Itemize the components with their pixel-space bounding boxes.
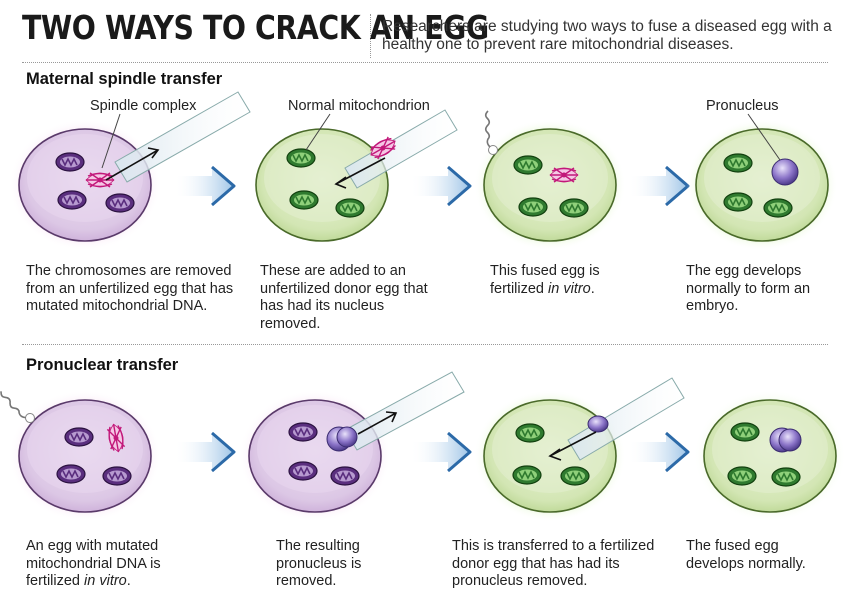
caption-1-3: This fused egg is fertilized in vitro. [490,263,600,297]
step-1-2-egg [255,109,458,242]
caption-2-1: An egg with mutated mitochondrial DNA is… [26,538,161,589]
label-normal-mitochondrion: Normal mitochondrion [288,98,430,114]
arrow-1-3 [626,165,690,207]
page-title: TWO WAYS TO CRACK AN EGG [22,8,489,47]
step-2-2-egg [239,371,465,522]
section-title-spindle: Maternal spindle transfer [26,70,223,88]
header-divider [22,62,828,63]
step-2-1-egg [0,384,161,522]
spindle-leader [101,113,121,169]
step-2-3-egg [474,377,685,522]
arrow-2-2 [408,431,472,473]
step-1-1-egg [9,91,251,251]
pipette-icon [105,91,251,183]
pipette-icon [334,109,458,189]
title-divider [370,14,371,58]
pronucleus-icon [771,158,799,186]
pipette-icon [548,377,685,461]
caption-1-1: The chromosomes are removed from an unfe… [26,263,234,314]
arrow-2-1 [172,431,236,473]
caption-2-4: The fused egg develops normally. [686,538,806,572]
page-subtitle: Researchers are studying two ways to fus… [382,18,832,53]
section-title-pronuclear: Pronuclear transfer [26,356,179,374]
pronucleus-leader [747,113,781,161]
arrow-1-1 [172,165,236,207]
caption-2-3: This is transferred to a fertilized dono… [452,538,655,589]
label-spindle-complex: Spindle complex [90,98,197,114]
step-2-4-egg [694,390,846,522]
pipette-icon [326,371,465,452]
step-1-3-egg [474,110,626,251]
label-pronucleus: Pronucleus [706,98,779,114]
arrow-1-2 [408,165,472,207]
section-divider [22,344,828,345]
caption-1-4: The egg develops normally to form an emb… [686,263,811,314]
arrow-2-3 [626,431,690,473]
caption-2-2: The resulting pronucleus is removed. [276,538,362,589]
mito-leader [305,113,331,151]
caption-1-2: These are added to an unfertilized donor… [260,263,428,332]
step-1-4-egg [686,119,838,251]
